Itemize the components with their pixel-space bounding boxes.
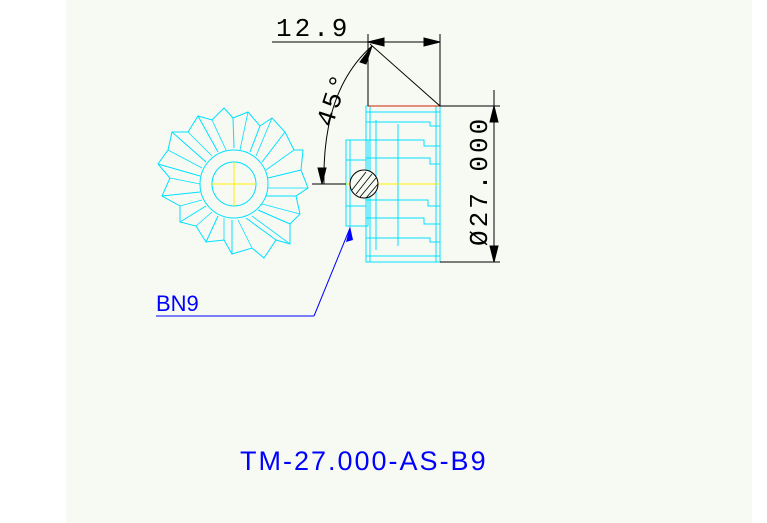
dimensions: [272, 34, 500, 263]
end-view: [157, 107, 309, 259]
tooth-profile-outline: [157, 107, 309, 259]
section-hatch: [351, 171, 379, 199]
diameter-arrow-bottom: [489, 245, 499, 263]
width-dimension-label: 12.9: [276, 14, 350, 44]
angle-arrow-top: [359, 45, 373, 65]
side-view: [340, 105, 441, 263]
diameter-arrow-top: [489, 105, 499, 123]
width-arrow-right: [423, 37, 441, 47]
callout-leader: [156, 226, 353, 317]
angle-arc: [323, 45, 373, 185]
angle-arrow-bottom: [317, 167, 327, 185]
width-arrow-left: [367, 37, 385, 47]
bore-outer-circle: [199, 149, 269, 219]
center-mark: [212, 162, 256, 206]
flute-secondary-lines: [167, 111, 308, 249]
diameter-dimension-label: Ø27.000: [465, 116, 495, 246]
callout-label: BN9: [156, 291, 199, 316]
flute-lines: [157, 115, 302, 254]
angle-dimension-label: 45°: [311, 68, 357, 130]
part-number: TM-27.000-AS-B9: [240, 446, 488, 476]
angle-leader-line: [369, 43, 441, 107]
